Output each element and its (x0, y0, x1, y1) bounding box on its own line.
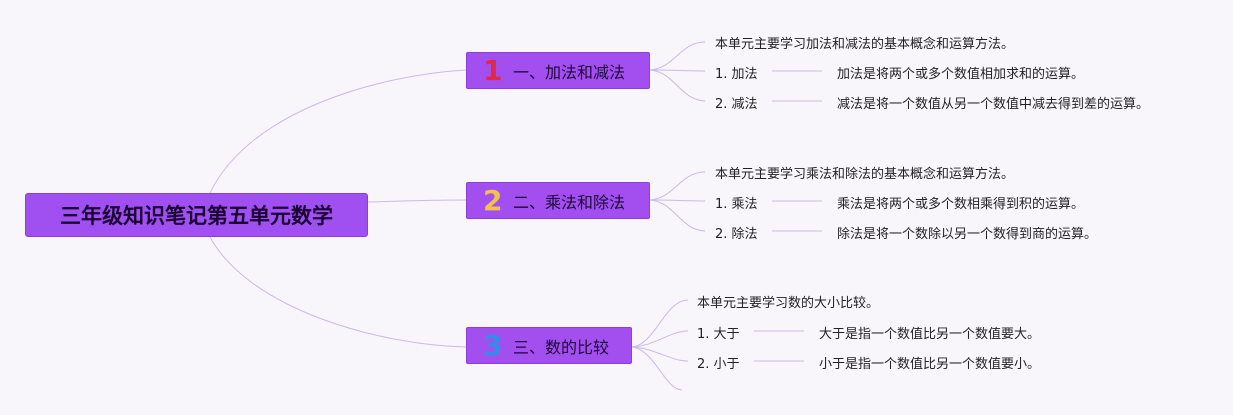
branch3-link-extra (631, 346, 683, 391)
branch-1-intro[interactable]: 本单元主要学习加法和减法的基本概念和运算方法。 (715, 37, 1015, 52)
branch1-link-item1 (649, 69, 706, 72)
number-1-icon: 1 (483, 53, 503, 87)
branch-2-item-1-desc[interactable]: 乘法是将两个或多个数相乘得到积的运算。 (837, 197, 1085, 212)
branch-3-item-1-desc[interactable]: 大于是指一个数值比另一个数值要大。 (819, 327, 1041, 342)
branch-2-intro[interactable]: 本单元主要学习乘法和除法的基本概念和运算方法。 (715, 167, 1015, 182)
branch3-link-item1 (631, 330, 689, 348)
branch-3-item-1-term[interactable]: 1. 大于 (697, 327, 740, 342)
branch3-link-intro (631, 299, 689, 348)
branch-1-item-1-term[interactable]: 1. 加法 (715, 67, 758, 82)
branch1-link-intro (649, 41, 706, 71)
branch-1-item-2-desc[interactable]: 减法是将一个数值从另一个数值中减去得到差的运算。 (837, 97, 1150, 112)
branch-3-item-2-desc[interactable]: 小于是指一个数值比另一个数值要小。 (819, 357, 1041, 372)
branch-3-label: 三、数的比较 (513, 337, 610, 357)
branch-node-2[interactable]: 2 二、乘法和除法 (466, 182, 650, 219)
branch-2-item-2-term[interactable]: 2. 除法 (715, 227, 758, 242)
branch-2-item-1-term[interactable]: 1. 乘法 (715, 197, 758, 212)
root-link-1 (209, 69, 467, 194)
number-3-icon: 3 (483, 328, 503, 362)
branch3-link-item2 (631, 346, 689, 362)
branch1-link-item2 (649, 69, 706, 102)
number-2-icon: 2 (483, 183, 503, 217)
branch-1-label: 一、加法和减法 (513, 62, 626, 82)
branch-1-item-2-term[interactable]: 2. 减法 (715, 97, 758, 112)
branch-2-label: 二、乘法和除法 (513, 192, 626, 212)
branch-3-intro[interactable]: 本单元主要学习数的大小比较。 (697, 296, 880, 311)
root-link-2 (367, 199, 467, 203)
branch2-link-intro (649, 171, 706, 201)
root-node[interactable]: 三年级知识笔记第五单元数学 (25, 193, 368, 237)
branch2-link-item2 (649, 199, 706, 232)
root-link-3 (209, 236, 467, 348)
branch-3-item-2-term[interactable]: 2. 小于 (697, 357, 740, 372)
branch-node-3[interactable]: 3 三、数的比较 (466, 327, 632, 364)
branch2-link-item1 (649, 199, 706, 202)
branch-node-1[interactable]: 1 一、加法和减法 (466, 52, 650, 89)
branch-2-item-2-desc[interactable]: 除法是将一个数除以另一个数得到商的运算。 (837, 227, 1098, 242)
branch-1-item-1-desc[interactable]: 加法是将两个或多个数值相加求和的运算。 (837, 67, 1085, 82)
root-title: 三年级知识笔记第五单元数学 (60, 204, 333, 228)
